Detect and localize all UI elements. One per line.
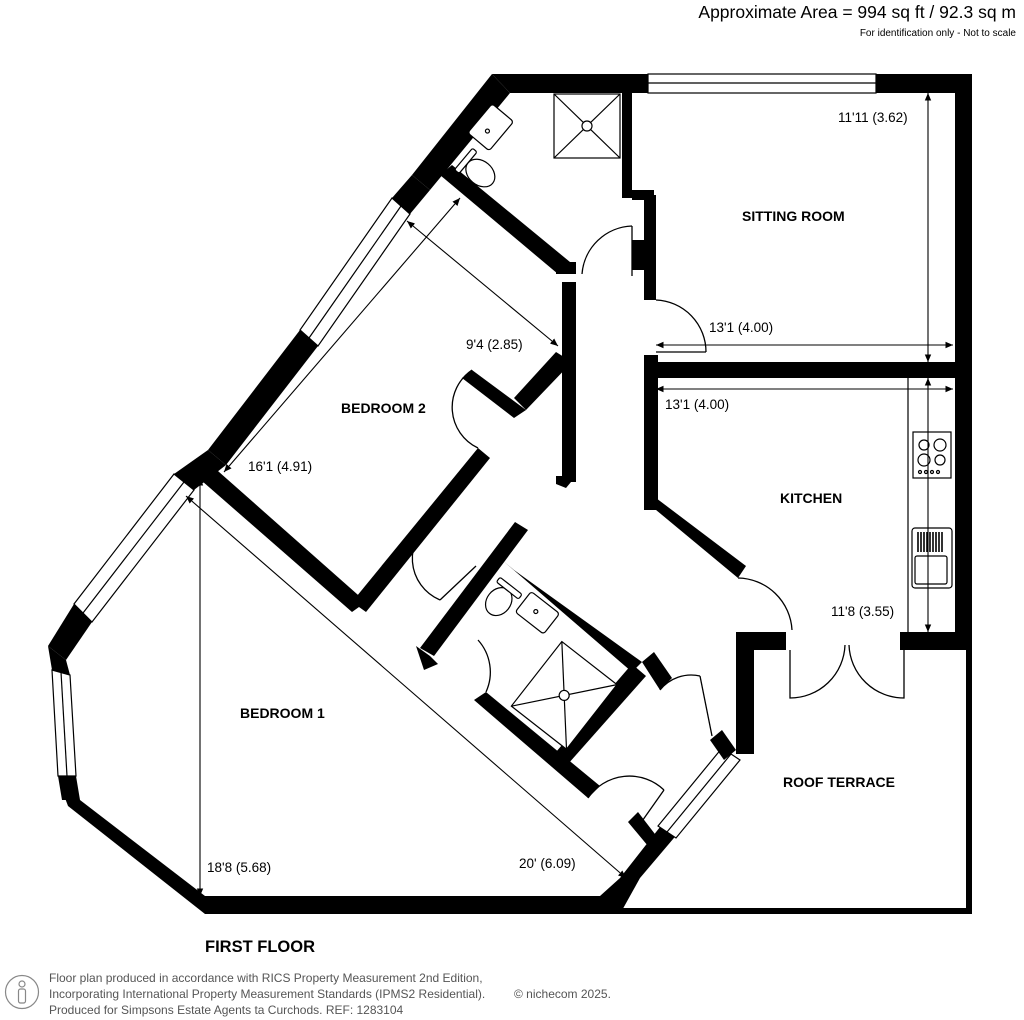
room-label-bedroom-2: BEDROOM 2 bbox=[341, 400, 426, 416]
footer-ipms-note: Incorporating International Property Mea… bbox=[49, 987, 486, 1001]
sink-drainer-icon bbox=[911, 527, 953, 589]
footer-rics-note: Floor plan produced in accordance with R… bbox=[49, 971, 483, 985]
bedroom-1-length: 20' (6.09) bbox=[519, 856, 576, 871]
bedroom-1-width: 18'8 (5.68) bbox=[207, 860, 271, 875]
kitchen-length: 11'8 (3.55) bbox=[831, 604, 894, 619]
room-label-kitchen: KITCHEN bbox=[780, 490, 842, 506]
sitting-room-width: 13'1 (4.00) bbox=[709, 320, 773, 335]
door-swings bbox=[411, 225, 905, 825]
room-label-roof-terrace: ROOF TERRACE bbox=[783, 774, 895, 790]
room-label-sitting-room: SITTING ROOM bbox=[742, 208, 845, 224]
kitchen-width: 13'1 (4.00) bbox=[665, 397, 729, 412]
bedroom-2-width: 9'4 (2.85) bbox=[466, 337, 523, 352]
kitchen-fittings bbox=[907, 378, 953, 632]
toilet-icon bbox=[454, 148, 496, 188]
bedroom-2-length: 16'1 (4.91) bbox=[248, 459, 312, 474]
identification-note: For identification only - Not to scale bbox=[859, 28, 1016, 39]
sitting-room-length: 11'11 (3.62) bbox=[838, 110, 908, 125]
hob-icon bbox=[912, 431, 952, 479]
floor-name: FIRST FLOOR bbox=[205, 938, 315, 956]
room-label-bedroom-1: BEDROOM 1 bbox=[240, 705, 325, 721]
dimension-lines bbox=[185, 93, 953, 896]
ensuite-basin-icon bbox=[515, 592, 559, 634]
shower-tray-icon bbox=[553, 93, 621, 159]
person-icon bbox=[4, 974, 40, 1010]
basin-icon bbox=[468, 104, 513, 151]
approximate-area: Approximate Area = 994 sq ft / 92.3 sq m bbox=[698, 2, 1016, 22]
footer-reference: Produced for Simpsons Estate Agents ta C… bbox=[49, 1003, 404, 1017]
footer-copyright: © nichecom 2025. bbox=[514, 987, 611, 1001]
